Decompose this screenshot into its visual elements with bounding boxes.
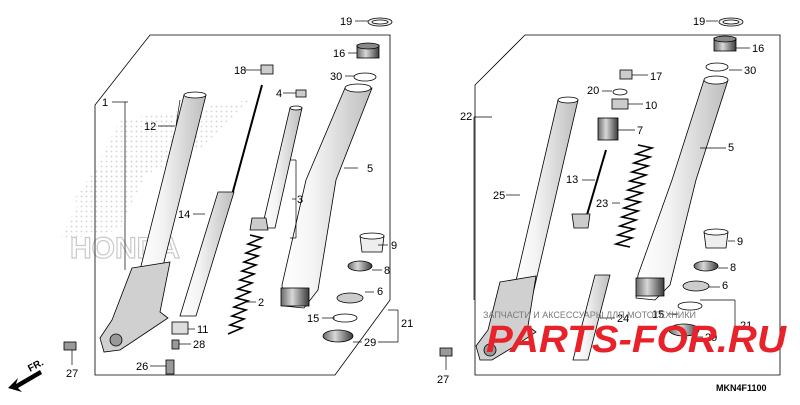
part-bolt-27-r [439, 347, 453, 357]
callout-l-28: 28 [193, 339, 205, 351]
part-8-r [693, 260, 719, 272]
callout-r-19: 19 [693, 16, 705, 28]
part-nut-17 [619, 69, 633, 80]
part-collar-11 [171, 321, 189, 335]
part-8 [347, 260, 373, 272]
part-dust-seal [322, 329, 354, 343]
callout-l-2: 2 [258, 297, 264, 309]
callout-r-24: 24 [617, 313, 629, 325]
callout-l-5: 5 [367, 163, 373, 175]
part-3-nut [249, 217, 269, 231]
callout-r-10: 10 [645, 100, 657, 112]
part-15-r [677, 301, 703, 311]
right-callouts: 19 16 17 20 30 10 7 22 5 13 25 23 9 8 24… [437, 16, 764, 386]
part-tube-24 [572, 274, 611, 361]
callout-r-6: 6 [722, 280, 728, 292]
callout-l-9: 9 [391, 240, 397, 252]
part-7 [597, 117, 619, 141]
part-4 [295, 89, 307, 98]
right-assembly-frame [474, 34, 781, 376]
part-15 [332, 313, 358, 323]
watermark-text: ЗАПЧАСТИ И АКСЕССУАРЫ ДЛЯ МОТОТЕХНИКИ [483, 310, 696, 320]
part-rod-13 [583, 149, 607, 226]
right-fork-parts [439, 17, 744, 361]
part-bolt-28 [171, 339, 180, 350]
callout-l-14: 14 [178, 209, 190, 221]
honda-wing-mark [60, 100, 250, 240]
callout-l-18: 18 [234, 65, 246, 77]
part-bolt-27 [63, 341, 77, 351]
front-direction-label: FR. [26, 357, 46, 374]
callout-r-9: 9 [737, 236, 743, 248]
part-outer-tube-r [635, 79, 729, 301]
part-nut-18 [260, 64, 274, 75]
honda-wing-mark-2 [70, 140, 200, 205]
part-clip-20 [612, 88, 628, 96]
callout-l-8: 8 [384, 265, 390, 277]
callout-l-29: 29 [364, 337, 376, 349]
callout-r-23: 23 [596, 198, 608, 210]
leader-line [175, 99, 181, 127]
callout-r-15: 15 [652, 309, 664, 321]
part-outer-tube [281, 87, 373, 309]
part-dust-seal-r [668, 323, 700, 337]
callout-l-21: 21 [401, 318, 413, 330]
part-axle-holder-r [475, 275, 537, 361]
callout-r-17: 17 [650, 71, 662, 83]
callout-l-15: 15 [307, 313, 319, 325]
part-cartridge [179, 191, 235, 317]
callout-l-3: 3 [297, 194, 303, 206]
left-fork-parts [63, 17, 393, 375]
callout-r-30: 30 [744, 65, 756, 77]
part-6 [336, 292, 364, 304]
callout-l-27: 27 [66, 368, 78, 380]
callout-r-29: 29 [705, 332, 717, 344]
callout-l-26: 26 [136, 361, 148, 373]
callout-r-7: 7 [637, 125, 643, 137]
part-ring-30-r [705, 62, 729, 72]
callout-l-1: 1 [102, 97, 108, 109]
part-spring-23 [613, 144, 655, 248]
callout-l-16: 16 [333, 48, 345, 60]
callout-l-19: 19 [340, 16, 352, 28]
part-axle-holder [99, 261, 171, 353]
diagram-code: MKN4F1100 [716, 383, 767, 393]
callout-r-21: 21 [740, 320, 752, 332]
callout-r-27: 27 [437, 374, 449, 386]
left-assembly-frame [94, 34, 391, 376]
leader-lines [71, 20, 750, 370]
left-callouts: 19 16 18 4 30 1 12 3 14 5 9 8 6 2 15 21 … [66, 16, 413, 380]
part-bolt-26 [165, 359, 175, 375]
part-inner-tube-r [511, 99, 579, 299]
front-arrow-icon [8, 370, 42, 392]
callout-r-22: 22 [460, 111, 472, 123]
part-spring-2 [227, 234, 265, 335]
callout-r-5: 5 [728, 142, 734, 154]
front-direction-indicator: FR. [8, 357, 46, 392]
watermark-brand: PARTS-FOR.RU [486, 319, 788, 361]
part-10 [611, 98, 629, 110]
callout-l-30: 30 [330, 71, 342, 83]
callout-r-20: 20 [587, 85, 599, 97]
callout-r-8: 8 [730, 262, 736, 274]
part-ring-30 [353, 72, 377, 82]
callout-l-11: 11 [197, 324, 208, 336]
callout-r-16: 16 [752, 43, 764, 55]
callout-l-12: 12 [144, 121, 156, 133]
watermark: ЗАПЧАСТИ И АКСЕССУАРЫ ДЛЯ МОТОТЕХНИКИ PA… [483, 310, 788, 361]
callout-l-4: 4 [276, 88, 282, 100]
part-6-r [682, 280, 710, 292]
callout-l-6: 6 [377, 286, 383, 298]
part-cartridge-rod [231, 84, 263, 196]
callout-r-13: 13 [566, 174, 578, 186]
callout-r-25: 25 [493, 190, 505, 202]
